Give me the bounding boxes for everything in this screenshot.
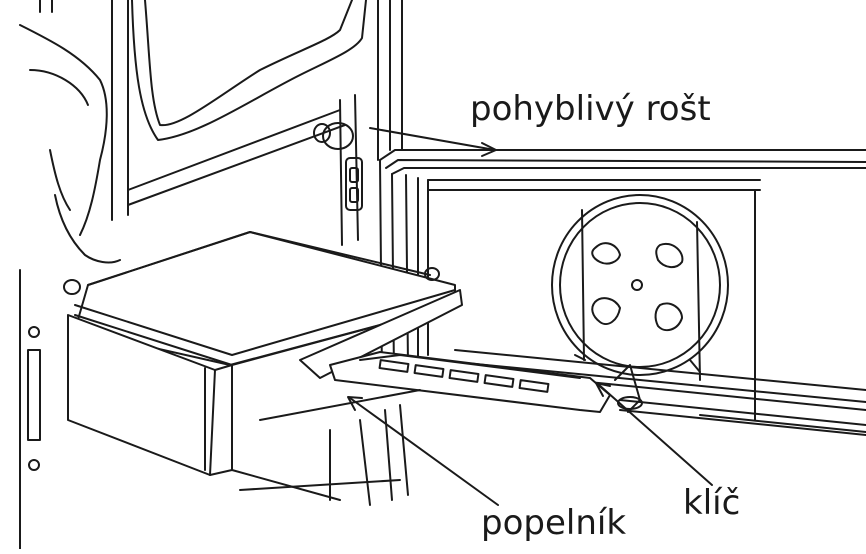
stove-base	[20, 270, 420, 549]
grate-frame	[380, 150, 866, 435]
ash-pan	[64, 232, 462, 475]
key-pointer	[596, 383, 712, 485]
grate-pointer	[370, 128, 496, 156]
stove-door	[20, 0, 402, 262]
ash-pan-pointer	[348, 397, 498, 505]
knob-shape	[323, 123, 353, 149]
grate-disc	[552, 195, 728, 380]
grate-label: pohyblivý rošt	[470, 89, 711, 129]
ash-pan-label: popelník	[481, 503, 627, 543]
key-lever	[330, 352, 642, 412]
key-label: klíč	[683, 483, 741, 523]
